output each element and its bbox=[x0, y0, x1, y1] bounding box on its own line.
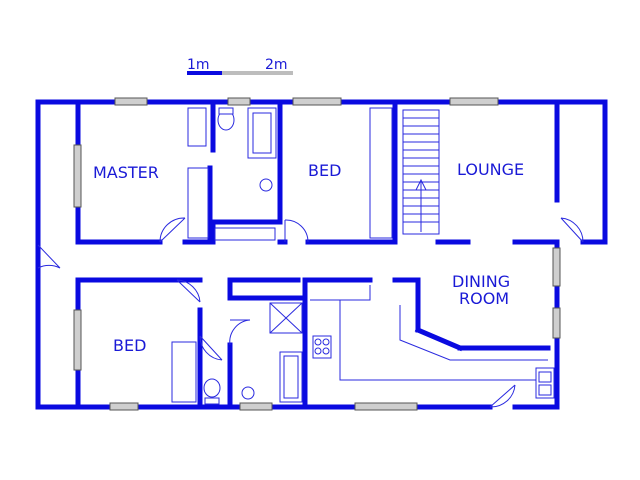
scale-label-1m: 1m bbox=[187, 57, 210, 73]
sink-icon bbox=[535, 367, 555, 399]
door-swings bbox=[37, 217, 584, 408]
room-label-dining-line2: ROOM bbox=[459, 289, 509, 308]
scale-label-2m: 2m bbox=[265, 57, 288, 73]
windows bbox=[73, 97, 561, 411]
toilet-icon bbox=[203, 378, 221, 398]
kitchen-counters bbox=[310, 285, 548, 381]
kitchen-fixtures bbox=[312, 335, 555, 399]
room-label-master: MASTER bbox=[93, 163, 159, 182]
room-label-bed-bottom: BED bbox=[113, 336, 146, 355]
interior-walls bbox=[75, 99, 560, 410]
staircase bbox=[402, 109, 440, 235]
exterior-walls bbox=[35, 99, 608, 410]
basin-icon bbox=[241, 386, 255, 400]
stove-icon bbox=[312, 335, 332, 359]
room-label-lounge: LOUNGE bbox=[457, 160, 524, 179]
room-label-dining-line1: DINING bbox=[452, 272, 510, 291]
room-labels: MASTER BED LOUNGE DINING ROOM BED bbox=[93, 160, 524, 355]
fitted-units bbox=[171, 107, 393, 403]
bathroom-fixtures bbox=[203, 107, 303, 405]
basin-ensuite-icon bbox=[259, 178, 273, 192]
room-label-bed-top: BED bbox=[308, 161, 341, 180]
scale-bar: 1m 2m bbox=[187, 57, 293, 75]
